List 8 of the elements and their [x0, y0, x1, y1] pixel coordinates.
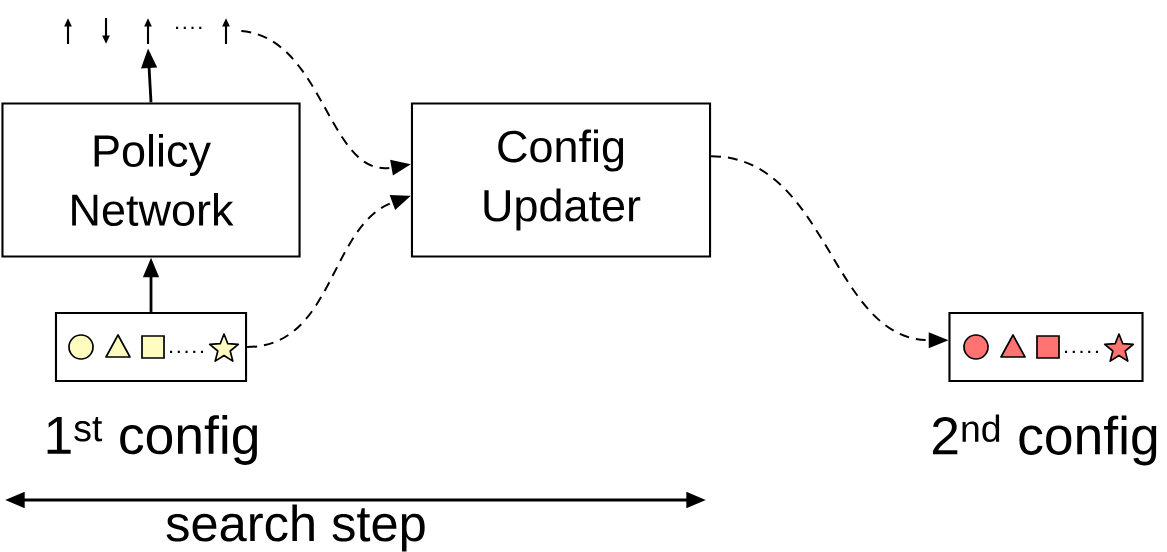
process-box: Policy Network	[1, 102, 301, 258]
action-arrows	[64, 18, 230, 44]
step-label: search step	[166, 504, 425, 552]
config-label: 2$^{nd}$ config	[932, 414, 1157, 466]
config-box	[948, 311, 1144, 383]
config-box	[54, 311, 248, 383]
config-label: 1$^{st}$ config	[47, 415, 257, 465]
process-box: Config Updater	[410, 102, 712, 258]
